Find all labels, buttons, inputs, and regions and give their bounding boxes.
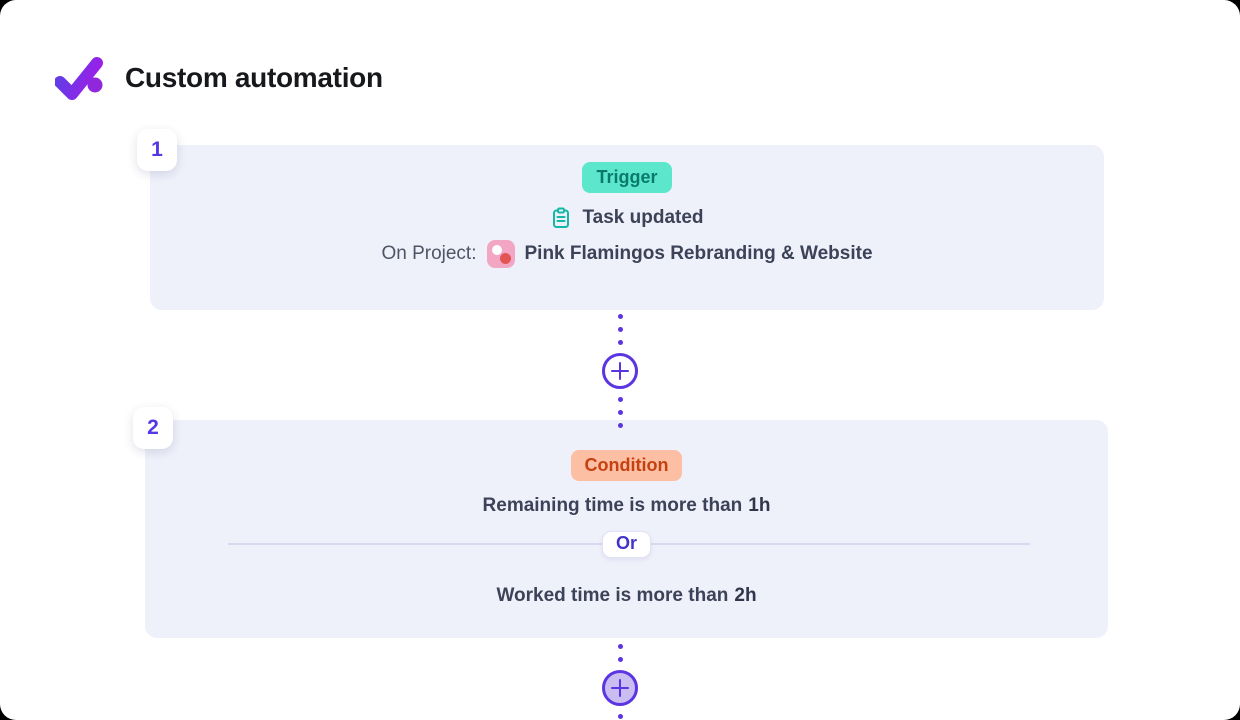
step-2-number-badge: 2: [133, 407, 173, 449]
step-1-number-badge: 1: [137, 129, 177, 171]
checkmark-logo-icon: [55, 57, 103, 100]
header: Custom automation: [55, 55, 383, 101]
connector-bottom: [602, 644, 638, 720]
connector-dot: [617, 657, 623, 662]
trigger-event-label: Task updated: [582, 207, 704, 228]
connector-dot: [617, 314, 623, 319]
trigger-project-row: On Project: Pink Flamingos Rebranding & …: [381, 240, 873, 268]
project-icon-white-dot: [491, 245, 502, 255]
step-2-number: 2: [147, 416, 159, 439]
project-color-icon: [486, 240, 515, 268]
connector-top: [602, 314, 638, 428]
step-1-number: 1: [151, 138, 163, 161]
or-divider: Or: [145, 529, 1108, 559]
connector-dot: [617, 340, 623, 345]
condition-b-text: Worked time is more than: [496, 585, 729, 606]
condition-badge: Condition: [570, 450, 683, 481]
connector-dot: [617, 327, 623, 332]
connector-dot: [617, 397, 623, 402]
project-icon-red-dot: [499, 253, 511, 264]
condition-a-text: Remaining time is more than: [482, 495, 743, 516]
project-prefix-label: On Project:: [381, 243, 477, 264]
connector-dot: [617, 410, 623, 415]
plus-icon: [611, 362, 629, 380]
or-toggle[interactable]: Or: [601, 530, 651, 558]
plus-icon: [611, 679, 629, 697]
trigger-event-row: Task updated: [550, 207, 704, 229]
trigger-badge: Trigger: [582, 162, 672, 193]
add-step-button-bottom[interactable]: [602, 670, 638, 706]
project-name: Pink Flamingos Rebranding & Website: [524, 243, 873, 264]
condition-a: Remaining time is more than 1h: [483, 495, 771, 517]
page-title: Custom automation: [125, 62, 383, 93]
connector-dot: [617, 423, 623, 428]
trigger-card[interactable]: Trigger Task updated On Project: Pink Fl…: [150, 145, 1104, 310]
connector-dot: [617, 644, 623, 649]
condition-card[interactable]: Condition Remaining time is more than 1h…: [145, 420, 1108, 638]
add-step-button-top[interactable]: [602, 353, 638, 389]
condition-b: Worked time is more than 2h: [496, 585, 756, 607]
connector-dot: [617, 714, 623, 719]
condition-b-value: 2h: [734, 585, 757, 606]
clipboard-icon: [553, 207, 570, 228]
condition-a-value: 1h: [748, 495, 771, 516]
